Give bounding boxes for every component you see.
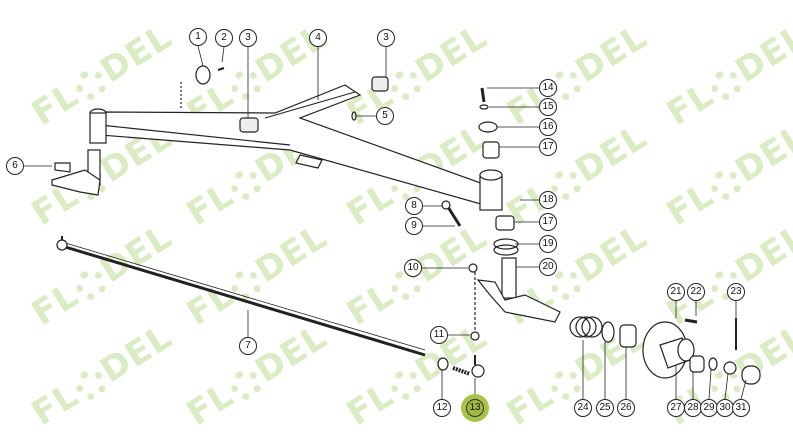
left-spindle — [51, 149, 101, 196]
callout-part-22[interactable]: 22 — [687, 283, 705, 301]
part-1-disc — [195, 65, 211, 85]
callout-part-3[interactable]: 3 — [377, 29, 395, 47]
callout-part-21[interactable]: 21 — [667, 283, 685, 301]
callout-part-24[interactable]: 24 — [574, 399, 592, 417]
callout-part-16[interactable]: 16 — [539, 118, 557, 136]
callout-part-6[interactable]: 6 — [6, 157, 24, 175]
callout-part-10[interactable]: 10 — [404, 259, 422, 277]
callout-part-29[interactable]: 29 — [700, 399, 718, 417]
callout-part-19[interactable]: 19 — [539, 235, 557, 253]
callout-part-17[interactable]: 17 — [539, 138, 557, 156]
callout-part-7[interactable]: 7 — [239, 337, 257, 355]
callout-part-8[interactable]: 8 — [405, 197, 423, 215]
wheel-hub — [642, 321, 695, 379]
callout-part-17[interactable]: 17 — [539, 213, 557, 231]
callout-part-25[interactable]: 25 — [596, 399, 614, 417]
callout-part-13-highlighted[interactable]: 13 — [466, 399, 484, 417]
callout-part-20[interactable]: 20 — [539, 258, 557, 276]
callout-part-2[interactable]: 2 — [215, 29, 233, 47]
callout-part-5[interactable]: 5 — [376, 107, 394, 125]
callout-part-9[interactable]: 9 — [405, 217, 423, 235]
right-spindle — [476, 257, 561, 323]
axle-beam — [89, 84, 503, 211]
callout-part-15[interactable]: 15 — [539, 98, 557, 116]
callout-part-3[interactable]: 3 — [239, 29, 257, 47]
callout-part-1[interactable]: 1 — [189, 28, 207, 46]
callout-part-18[interactable]: 18 — [539, 191, 557, 209]
tie-rod — [56, 236, 426, 357]
callout-part-23[interactable]: 23 — [727, 283, 745, 301]
callout-part-12[interactable]: 12 — [433, 399, 451, 417]
leader-lines — [24, 45, 747, 400]
callout-part-4[interactable]: 4 — [309, 29, 327, 47]
callout-part-27[interactable]: 27 — [667, 399, 685, 417]
callout-part-14[interactable]: 14 — [539, 79, 557, 97]
callout-part-26[interactable]: 26 — [617, 399, 635, 417]
callout-part-11[interactable]: 11 — [430, 326, 448, 344]
callout-part-31[interactable]: 31 — [732, 399, 750, 417]
